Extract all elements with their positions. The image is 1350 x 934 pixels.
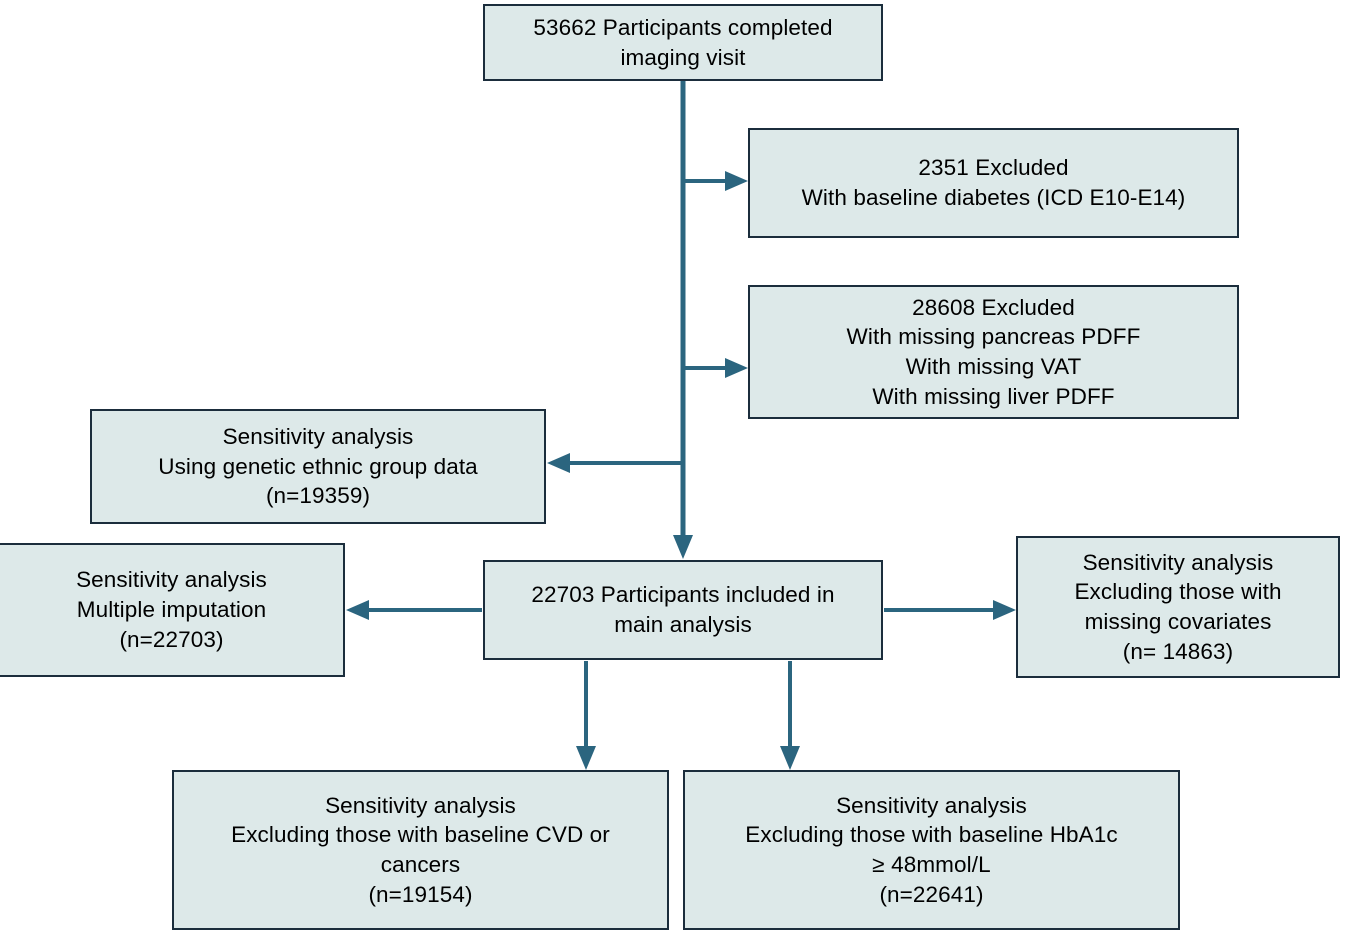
node-imaging-visit-label: 53662 Participants completed imaging vis…	[533, 14, 833, 70]
node-excluded-missing-measures-label: 28608 Excluded With missing pancreas PDF…	[846, 294, 1141, 409]
node-sensitivity-missing-covariates: Sensitivity analysis Excluding those wit…	[1016, 536, 1340, 678]
node-sensitivity-excluding-hba1c-label: Sensitivity analysis Excluding those wit…	[745, 792, 1118, 907]
arrowhead-excluded-diabetes	[725, 171, 748, 191]
node-sensitivity-excluding-hba1c: Sensitivity analysis Excluding those wit…	[683, 770, 1180, 930]
node-sensitivity-genetic-ethnic-group: Sensitivity analysis Using genetic ethni…	[90, 409, 546, 524]
arrowhead-trunk-to-main-analysis	[673, 535, 693, 559]
arrowhead-multiple-imputation	[346, 600, 369, 620]
node-sensitivity-excluding-cvd-cancers-label: Sensitivity analysis Excluding those wit…	[231, 792, 610, 907]
arrowhead-missing-covariates	[993, 600, 1016, 620]
node-main-analysis: 22703 Participants included in main anal…	[483, 560, 883, 660]
node-excluded-baseline-diabetes: 2351 Excluded With baseline diabetes (IC…	[748, 128, 1239, 238]
arrowhead-excluded-missing	[725, 358, 748, 378]
arrowhead-sensitivity-genetic-ethnic	[547, 453, 570, 473]
node-sensitivity-genetic-ethnic-group-label: Sensitivity analysis Using genetic ethni…	[158, 423, 478, 509]
arrowhead-hba1c	[780, 746, 800, 770]
node-sensitivity-missing-covariates-label: Sensitivity analysis Excluding those wit…	[1074, 549, 1282, 664]
arrowhead-cvd-cancers	[576, 746, 596, 770]
node-sensitivity-multiple-imputation: Sensitivity analysis Multiple imputation…	[0, 543, 345, 677]
node-imaging-visit: 53662 Participants completed imaging vis…	[483, 4, 883, 81]
node-sensitivity-multiple-imputation-label: Sensitivity analysis Multiple imputation…	[76, 567, 267, 652]
node-sensitivity-excluding-cvd-cancers: Sensitivity analysis Excluding those wit…	[172, 770, 669, 930]
node-excluded-baseline-diabetes-label: 2351 Excluded With baseline diabetes (IC…	[801, 155, 1186, 210]
node-main-analysis-label: 22703 Participants included in main anal…	[531, 582, 835, 637]
node-excluded-missing-measures: 28608 Excluded With missing pancreas PDF…	[748, 285, 1239, 419]
